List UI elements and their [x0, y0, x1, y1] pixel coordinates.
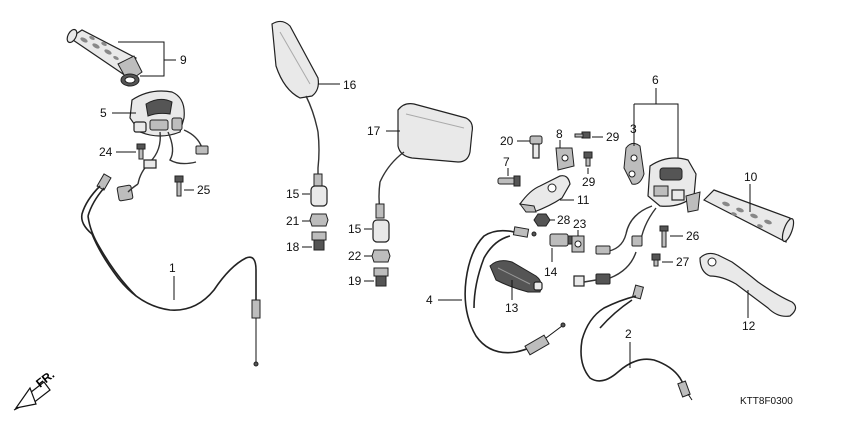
screw-25 — [174, 175, 184, 197]
clutch-lever-12 — [699, 252, 797, 317]
lever-bracket-11 — [518, 175, 571, 213]
callout-7: 7 — [503, 155, 510, 169]
callout-6: 6 — [652, 73, 659, 87]
callout-29-upper: 29 — [606, 130, 620, 144]
callout-15-left: 15 — [286, 187, 300, 201]
callout-3: 3 — [630, 122, 637, 136]
right-mirror-17 — [375, 103, 473, 219]
callout-20: 20 — [500, 134, 514, 148]
callout-29-lower: 29 — [582, 175, 596, 189]
nut-22 — [371, 249, 391, 263]
switch-plate-3 — [623, 142, 645, 185]
right-switch-wiring — [573, 205, 657, 287]
callout-21: 21 — [286, 214, 300, 228]
cable-2 — [580, 284, 693, 401]
callout-4: 4 — [426, 293, 433, 307]
callout-13: 13 — [505, 301, 519, 315]
callout-17: 17 — [367, 124, 381, 138]
callout-26: 26 — [686, 229, 700, 243]
callout-25: 25 — [197, 183, 211, 197]
callout-10: 10 — [744, 170, 758, 184]
clutch-cable-4 — [464, 226, 566, 356]
nut-15-right — [372, 219, 390, 243]
screw-26 — [659, 225, 669, 248]
bolt-29-upper — [574, 131, 591, 139]
callout-15-right: 15 — [348, 222, 362, 236]
throttle-cable-1 — [80, 173, 261, 367]
diagram-code: KTT8F0300 — [740, 396, 793, 407]
nut-21 — [309, 213, 329, 227]
nut-15-left — [310, 185, 328, 207]
screw-27 — [651, 253, 661, 267]
screw-24 — [136, 143, 146, 160]
rubber-cover-13 — [489, 260, 543, 293]
callout-24: 24 — [99, 145, 113, 159]
left-switch-wiring — [116, 129, 209, 202]
left-switch-housing-5 — [129, 90, 185, 137]
callout-1: 1 — [169, 261, 176, 275]
callout-14: 14 — [544, 265, 558, 279]
callout-8: 8 — [556, 127, 563, 141]
bolt-20 — [529, 135, 543, 159]
callout-19: 19 — [348, 274, 362, 288]
callout-5: 5 — [100, 106, 107, 120]
nut-28 — [533, 213, 551, 227]
clip-23 — [571, 235, 585, 253]
right-switch-housing — [647, 157, 701, 213]
callout-22: 22 — [348, 249, 362, 263]
callout-12: 12 — [742, 319, 756, 333]
callout-27: 27 — [676, 255, 690, 269]
front-direction-arrow — [13, 381, 51, 411]
right-grip-10 — [702, 189, 795, 243]
callout-23: 23 — [573, 217, 587, 231]
left-grip-9 — [66, 28, 143, 87]
holder-8 — [555, 147, 575, 171]
leader-9 — [118, 41, 176, 77]
callout-18: 18 — [286, 240, 300, 254]
callout-11: 11 — [577, 193, 590, 207]
adapter-19 — [373, 267, 389, 287]
bolt-29-lower — [583, 151, 593, 167]
left-mirror-16 — [271, 20, 323, 187]
adapter-18 — [311, 231, 327, 251]
callout-28: 28 — [557, 213, 571, 227]
callout-2: 2 — [625, 327, 632, 341]
callout-16: 16 — [343, 78, 357, 92]
pin-7 — [497, 175, 521, 187]
callout-9: 9 — [180, 53, 187, 67]
